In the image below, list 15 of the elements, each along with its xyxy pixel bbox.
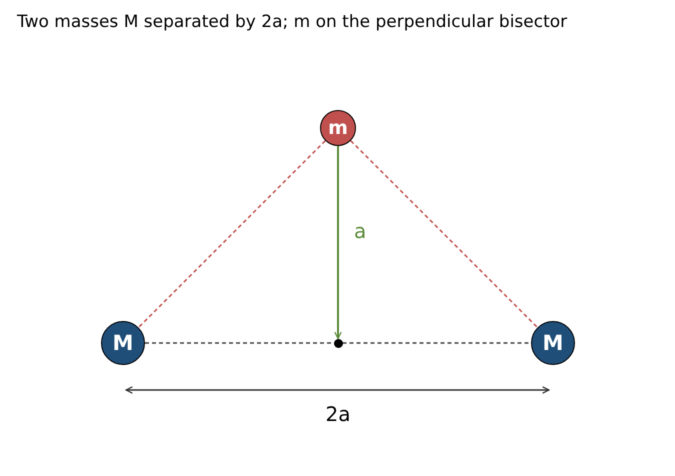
mass-label: M — [542, 332, 564, 354]
midpoint-dot — [334, 338, 342, 348]
dashed-line — [350, 140, 538, 328]
dimension-label: 2a — [326, 402, 350, 426]
dashed-line — [138, 140, 326, 328]
dashed-line — [145, 342, 334, 344]
edge-label: a — [354, 218, 366, 242]
mass-circle — [320, 110, 356, 146]
mass-label: m — [328, 118, 348, 138]
dashed-line — [342, 342, 531, 344]
title: Two masses M separated by 2a; m on the perpendicular bisector — [17, 12, 568, 32]
mass-circle — [101, 321, 145, 365]
mass-label: M — [112, 332, 134, 354]
arrow — [334, 146, 342, 340]
mass-circle — [531, 321, 575, 365]
